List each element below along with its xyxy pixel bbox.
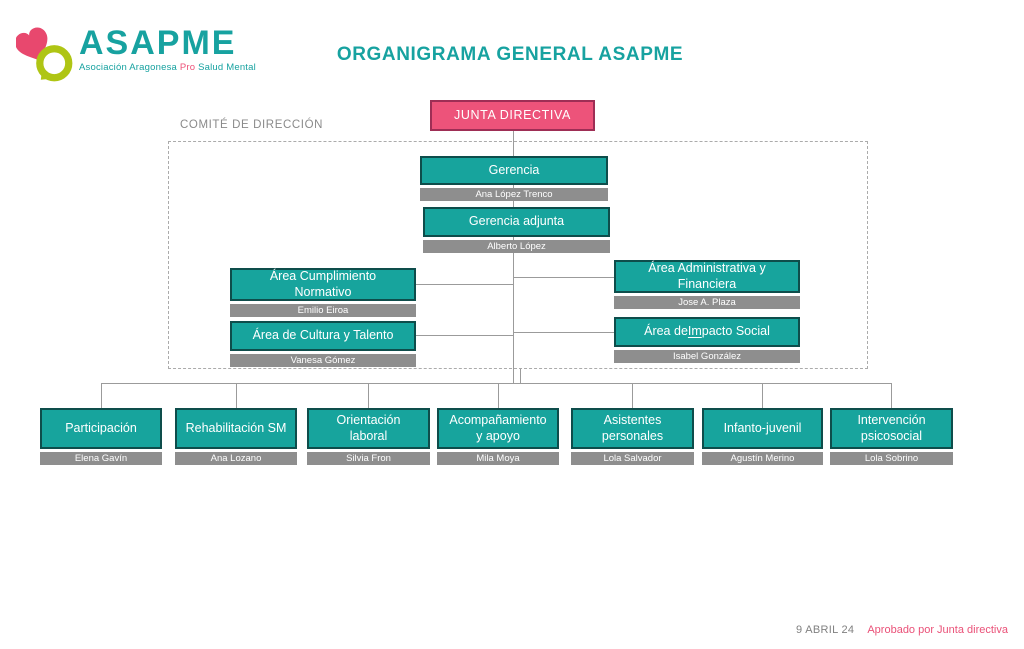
area-cultura-box: Área de Cultura y Talento <box>230 321 416 351</box>
committee-label: COMITÉ DE DIRECCIÓN <box>180 119 324 131</box>
connector-drop-7 <box>891 383 892 408</box>
tagline-part1: Asociación Aragonesa <box>79 61 180 73</box>
connector-drop-6 <box>762 383 763 408</box>
dept-orientacion-box: Orientación laboral <box>307 408 430 449</box>
logo-text: ASAPME Asociación Aragonesa Pro Salud Me… <box>79 24 256 73</box>
junta-directiva-box: JUNTA DIRECTIVA <box>430 100 595 131</box>
dept-orientacion-name-bar: Silvia Fron <box>307 452 430 465</box>
area-administrativa-box: Área Administrativa y Financiera <box>614 260 800 293</box>
connector-main-vertical <box>513 131 514 383</box>
gerencia-adjunta-name-bar: Alberto López <box>423 240 610 253</box>
dept-participacion-name-bar: Elena Gavín <box>40 452 162 465</box>
area-cumplimiento-name-bar: Emilio Eiroa <box>230 304 416 317</box>
connector-cumplimiento <box>416 284 513 285</box>
connector-drop-4 <box>498 383 499 408</box>
impacto-label-pre: Área de <box>644 324 688 339</box>
dept-asistentes-name-bar: Lola Salvador <box>571 452 694 465</box>
area-administrativa-name-bar: Jose A. Plaza <box>614 296 800 309</box>
dept-infanto-juvenil-name-bar: Agustín Merino <box>702 452 823 465</box>
connector-jog-vertical <box>520 369 521 383</box>
connector-drop-1 <box>101 383 102 408</box>
tagline-pro: Pro <box>179 61 196 73</box>
connector-cultura <box>416 335 513 336</box>
connector-drop-5 <box>632 383 633 408</box>
dept-infanto-juvenil-box: Infanto-juvenil <box>702 408 823 449</box>
connector-distributor <box>101 383 892 384</box>
dept-asistentes-box: Asistentes personales <box>571 408 694 449</box>
dept-rehabilitacion-box: Rehabilitación SM <box>175 408 297 449</box>
area-cultura-name-bar: Vanesa Gómez <box>230 354 416 367</box>
area-cumplimiento-box: Área Cumplimiento Normativo <box>230 268 416 301</box>
brand-tagline: Asociación Aragonesa Pro Salud Mental <box>79 62 256 73</box>
footer-date: 9 ABRIL 24 <box>796 624 855 636</box>
heart-bubble-icon <box>16 27 73 82</box>
footer-approval-text: Aprobado por Junta directiva <box>867 624 1008 636</box>
impacto-label-underlined: Im <box>687 324 702 339</box>
dept-acompanamiento-name-bar: Mila Moya <box>437 452 559 465</box>
gerencia-box: Gerencia <box>420 156 608 185</box>
connector-impacto <box>514 332 614 333</box>
connector-drop-2 <box>236 383 237 408</box>
gerencia-name-bar: Ana López Trenco <box>420 188 608 201</box>
dept-participacion-box: Participación <box>40 408 162 449</box>
comite-direccion-frame <box>168 141 868 369</box>
tagline-part2: Salud Mental <box>195 61 256 73</box>
dept-acompanamiento-box: Acompañamiento y apoyo <box>437 408 559 449</box>
dept-intervencion-name-bar: Lola Sobrino <box>830 452 953 465</box>
dept-intervencion-box: Intervención psicosocial <box>830 408 953 449</box>
connector-administrativa <box>514 277 614 278</box>
asapme-logo: ASAPME Asociación Aragonesa Pro Salud Me… <box>16 24 256 86</box>
dept-rehabilitacion-name-bar: Ana Lozano <box>175 452 297 465</box>
gerencia-adjunta-box: Gerencia adjunta <box>423 207 610 237</box>
brand-name: ASAPME <box>79 24 237 62</box>
footer: 9 ABRIL 24 Aprobado por Junta directiva <box>796 624 1008 636</box>
impacto-label-post: pacto Social <box>701 324 770 339</box>
connector-drop-3 <box>368 383 369 408</box>
area-impacto-name-bar: Isabel González <box>614 350 800 363</box>
page-title: ORGANIGRAMA GENERAL ASAPME <box>336 44 684 65</box>
